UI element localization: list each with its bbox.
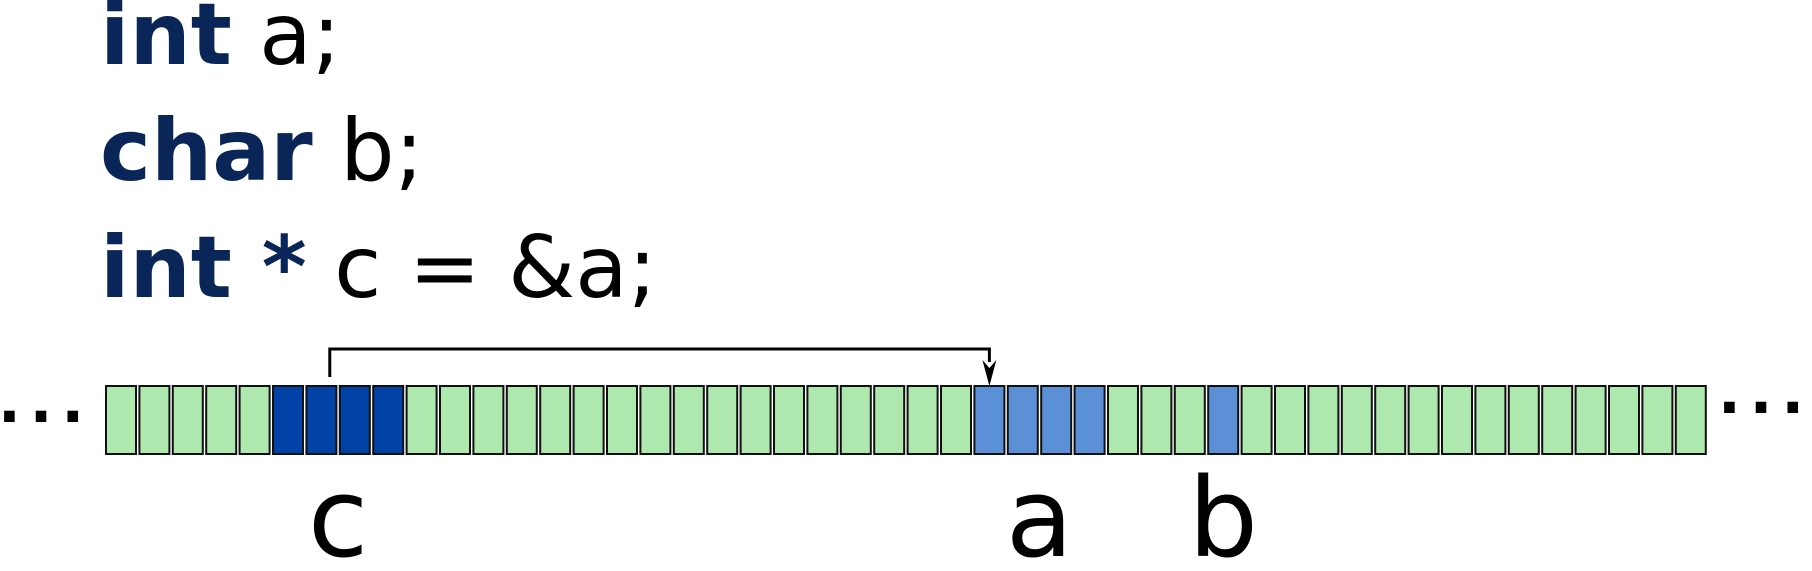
ellipsis-left: · · · [0, 382, 78, 452]
memory-cell [1340, 385, 1373, 455]
code-line-declare-a: int a; [100, 0, 341, 78]
memory-cell [138, 385, 171, 455]
memory-cell-a [973, 385, 1006, 455]
memory-cell [606, 385, 638, 455]
memory-cell [873, 385, 906, 455]
memory-cell-c [305, 385, 338, 455]
memory-cell [1374, 385, 1407, 455]
memory-cell [472, 385, 505, 455]
memory-cell [439, 385, 471, 455]
memory-cell [1507, 385, 1540, 455]
ellipsis-right: · · · [1718, 373, 1798, 443]
memory-cell [572, 385, 605, 455]
memory-cell [839, 385, 872, 455]
memory-cell [1107, 385, 1139, 455]
memory-cell [205, 385, 238, 455]
keyword-int: int [100, 0, 232, 85]
memory-cell-c [272, 385, 304, 455]
memory-cell [1574, 385, 1607, 455]
memory-cell [739, 385, 772, 455]
memory-cell [1441, 385, 1473, 455]
memory-cell-c [372, 385, 405, 455]
memory-cell [171, 385, 204, 455]
memory-cell-a [1006, 385, 1039, 455]
memory-cell [1474, 385, 1507, 455]
code-line-declare-b: char b; [100, 108, 424, 194]
memory-cell [672, 385, 705, 455]
memory-cell [105, 385, 137, 455]
memory-cell-c [338, 385, 371, 455]
code-line-declare-c: int * c = &a; [100, 225, 657, 311]
variable-label-c: c [308, 454, 368, 571]
memory-cell [1274, 385, 1306, 455]
pointer-line [328, 347, 991, 377]
keyword-pointer-star: * [231, 218, 307, 318]
code-rest: b; [312, 101, 424, 201]
memory-cell [940, 385, 972, 455]
code-rest: a; [231, 0, 341, 85]
memory-cell [238, 385, 271, 455]
pointer-arrow [328, 347, 997, 386]
memory-cell-b [1207, 385, 1240, 455]
code-rest: c = &a; [306, 218, 657, 318]
memory-cell [1641, 385, 1674, 455]
variable-label-a: a [1006, 454, 1073, 571]
memory-cell [1608, 385, 1640, 455]
memory-cell-a [1040, 385, 1073, 455]
memory-cell [539, 385, 572, 455]
pointer-arrowhead [982, 360, 997, 386]
memory-cell [405, 385, 438, 455]
memory-cell [1307, 385, 1340, 455]
keyword-int: int [100, 218, 232, 318]
memory-cell [1240, 385, 1273, 455]
memory-cell [1407, 385, 1440, 455]
memory-cell [505, 385, 538, 455]
memory-cell [1140, 385, 1173, 455]
keyword-char: char [100, 101, 313, 201]
memory-cell [906, 385, 939, 455]
memory-cell [806, 385, 839, 455]
memory-cell [773, 385, 805, 455]
memory-cell [1674, 385, 1707, 455]
memory-cell [706, 385, 739, 455]
memory-cell-a [1073, 385, 1106, 455]
memory-cell [1541, 385, 1574, 455]
memory-cells [105, 385, 1707, 455]
memory-cell [1173, 385, 1206, 455]
variable-label-b: b [1188, 454, 1258, 571]
memory-cell [639, 385, 672, 455]
